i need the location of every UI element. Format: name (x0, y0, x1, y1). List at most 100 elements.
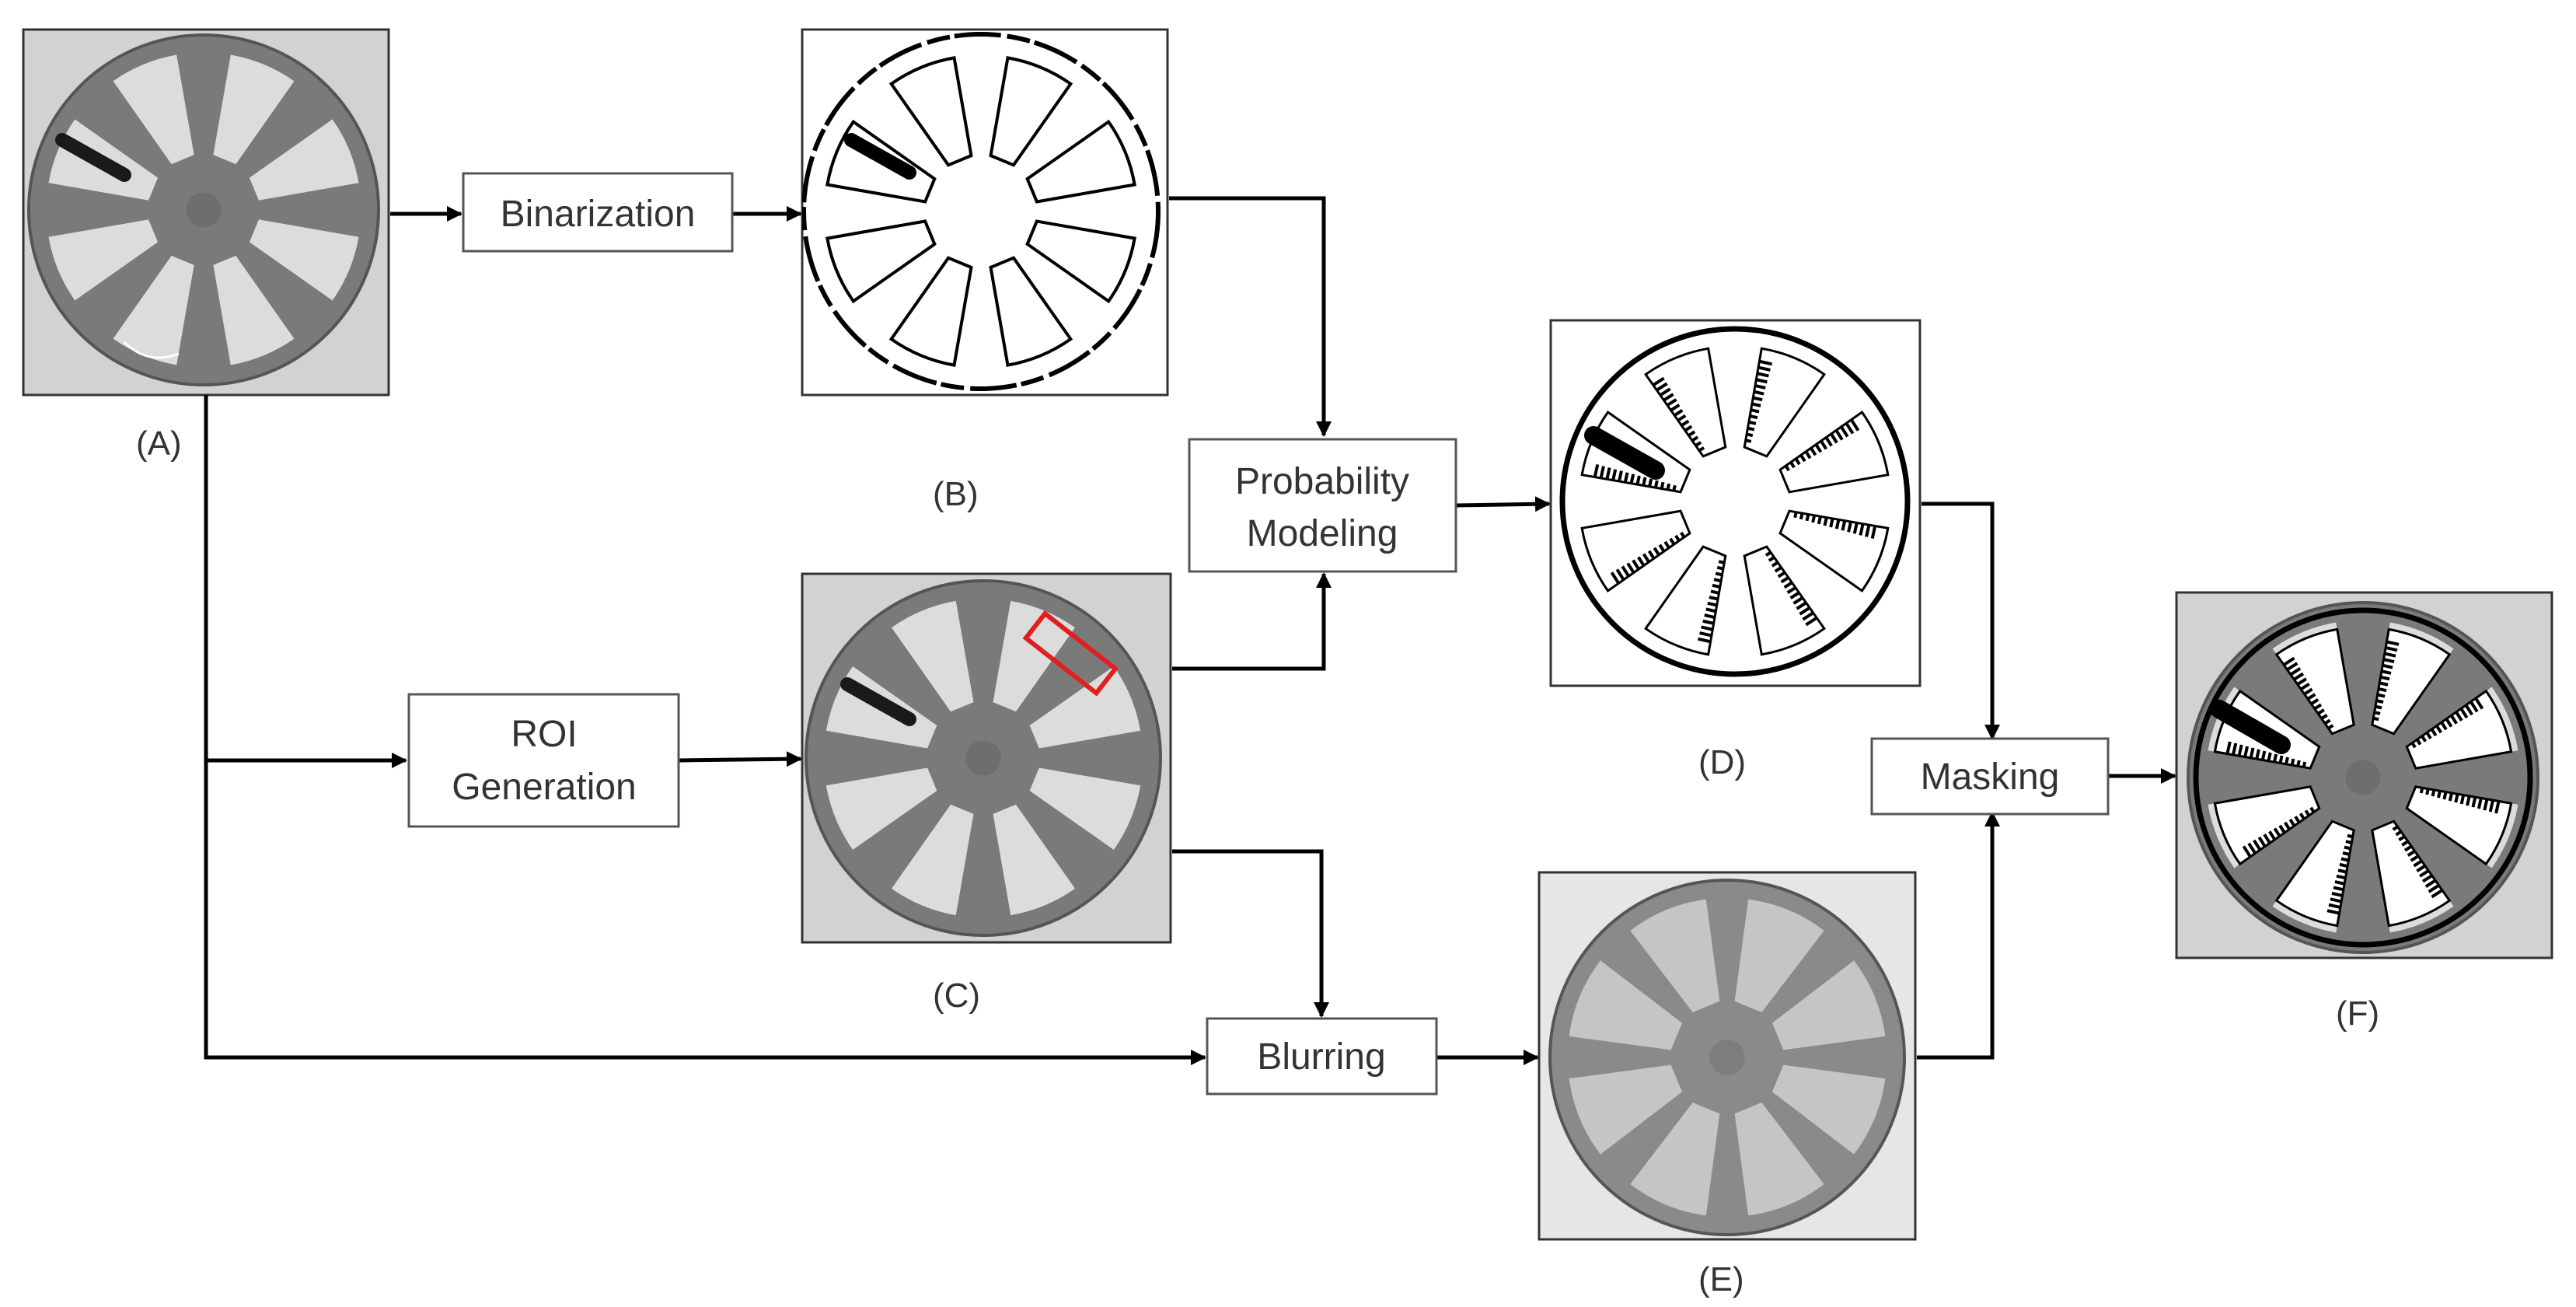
probability-hatch (2283, 656, 2295, 666)
probability-hatch (2440, 721, 2448, 731)
probability-hatch (1749, 414, 1758, 420)
probability-hatch (1794, 457, 1801, 466)
probability-hatch (1593, 464, 1600, 477)
probability-hatch (2471, 796, 2477, 808)
probability-hatch (2375, 704, 2382, 710)
probability-hatch (1623, 472, 1629, 483)
probability-hatch (1859, 523, 1865, 536)
probability-hatch (2380, 675, 2390, 681)
probability-hatch (1847, 521, 1852, 533)
process-label: Masking (1921, 757, 2060, 798)
probability-hatch (2302, 761, 2307, 768)
probability-hatch (2313, 703, 2323, 711)
probability-hatch (2464, 704, 2473, 716)
probability-hatch (1691, 435, 1699, 442)
probability-hatch (1764, 550, 1772, 557)
probability-hatch (2403, 844, 2413, 852)
process-label: Blurring (1257, 1036, 1385, 1078)
probability-hatch (2375, 699, 2384, 704)
probability-hatch (1610, 571, 1620, 585)
probability-hatch (2296, 677, 2307, 686)
arrow-c-to-blurring (1172, 849, 1329, 1018)
probability-hatch (2437, 790, 2442, 799)
wafer-window (249, 119, 359, 201)
wafer-window (213, 54, 295, 165)
probability-hatch (2283, 821, 2291, 830)
probability-hatch (1653, 547, 1660, 556)
probability-hatch (2424, 879, 2437, 888)
image-a (22, 28, 390, 397)
probability-hatch (2419, 869, 2430, 878)
probability-hatch (2470, 701, 2479, 713)
probability-hatch (1653, 480, 1659, 488)
probability-hatch (2425, 732, 2432, 739)
probability-hatch (1789, 461, 1796, 469)
probability-hatch (2385, 646, 2398, 652)
probability-hatch (2413, 859, 2423, 868)
probability-hatch (2339, 862, 2348, 868)
probability-hatch (2285, 757, 2289, 765)
probability-hatch (1707, 601, 1718, 607)
probability-hatch (2384, 652, 2396, 658)
roi-marker (1022, 610, 1119, 697)
probability-hatch (2272, 753, 2278, 763)
wafer-window (2371, 819, 2452, 928)
probability-hatch (2347, 833, 2354, 839)
wafer-rim (1559, 326, 1911, 677)
probability-hatch (1823, 517, 1828, 526)
probability-hatch (2374, 711, 2381, 715)
wafer-window (2213, 785, 2321, 866)
probability-hatch (1840, 425, 1849, 438)
wafer-rim (2193, 607, 2533, 948)
probability-hatch (1674, 534, 1681, 542)
process-blurring: Blurring (1206, 1017, 1438, 1096)
probability-hatch (1750, 408, 1760, 414)
probability-hatch (1796, 601, 1807, 610)
probability-hatch (1709, 596, 1719, 601)
probability-hatch (1768, 556, 1775, 562)
probability-hatch (2459, 795, 2466, 805)
wafer-window (993, 804, 1076, 916)
wafer-window (1630, 899, 1720, 1013)
probability-hatch (2342, 851, 2351, 856)
wafer-window (1771, 1064, 1886, 1155)
probability-hatch (2431, 789, 2436, 797)
wafer-gray-disc (27, 33, 380, 386)
probability-hatch (2421, 735, 2428, 743)
probability-hatch (1626, 562, 1635, 574)
arrow-a-to-blurring (204, 395, 1206, 1065)
wafer-window (1029, 666, 1141, 749)
probability-hatch (1674, 408, 1684, 417)
probability-hatch (1698, 637, 1711, 644)
probability-hatch (1754, 390, 1764, 396)
probability-hatch (2303, 687, 2313, 696)
probability-hatch (2416, 864, 2426, 872)
probability-hatch (2331, 891, 2343, 897)
probability-hatch (1774, 566, 1782, 573)
wafer-window-outline (826, 219, 937, 304)
probability-hatch (1820, 440, 1828, 450)
probability-hatch (2430, 728, 2438, 737)
probability-hatch (1755, 378, 1768, 384)
probability-hatch (1799, 512, 1804, 520)
wafer-hub (1709, 1040, 1745, 1075)
label-e: (E) (1698, 1260, 1744, 1298)
wafer-window (826, 767, 937, 851)
wafer-window (993, 600, 1076, 712)
image-c (801, 572, 1172, 944)
wafer-window (1580, 509, 1691, 592)
probability-hatch (1799, 454, 1806, 463)
probability-hatch (1716, 565, 1724, 571)
probability-hatch (2232, 743, 2238, 756)
image-b (801, 28, 1169, 397)
arrow-roi-to-c (678, 751, 802, 767)
wafer-gray-disc (805, 579, 1162, 937)
wafer-window (1778, 411, 1890, 494)
probability-hatch (1699, 631, 1712, 638)
probability-hatch (2455, 711, 2463, 722)
probability-hatch (1666, 398, 1677, 407)
probability-hatch (1777, 571, 1786, 578)
probability-hatch (2320, 713, 2328, 720)
wafer-window (1771, 960, 1886, 1050)
probability-hatch (2410, 854, 2420, 862)
